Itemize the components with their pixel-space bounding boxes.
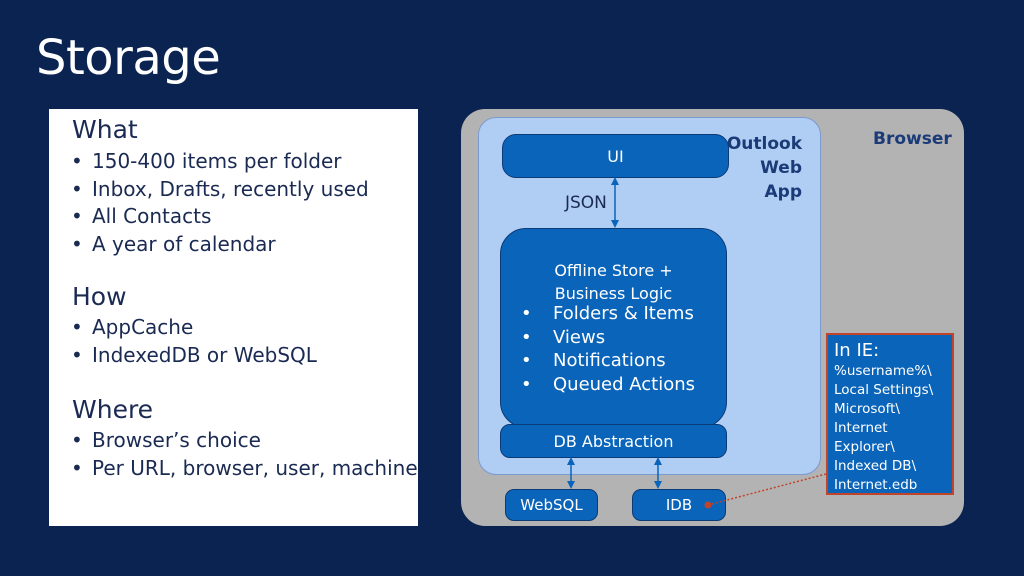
- list-item: Folders & Items: [521, 302, 695, 326]
- ui-label: UI: [607, 146, 624, 166]
- path-line: Explorer\: [834, 439, 895, 455]
- path-line: Internet: [834, 420, 888, 436]
- path-line: Indexed DB\: [834, 458, 917, 474]
- path-line: Local Settings\: [834, 382, 934, 398]
- idb-component: IDB: [632, 489, 726, 521]
- offline-store-component: Offline Store + Business Logic Folders &…: [500, 228, 727, 428]
- list-item: IndexedDB or WebSQL: [71, 342, 317, 370]
- path-line: Internet.edb: [834, 477, 918, 493]
- ie-callout-title: In IE:: [834, 340, 880, 361]
- list-item: Queued Actions: [521, 373, 695, 397]
- idb-label: IDB: [665, 496, 693, 514]
- offline-store-title: Offline Store + Business Logic: [501, 259, 726, 305]
- outlook-web-app-label: Outlook Web App: [700, 132, 802, 204]
- slide-title: Storage: [36, 30, 221, 86]
- browser-label: Browser: [873, 129, 952, 149]
- list-item: AppCache: [71, 314, 317, 342]
- list-item: Views: [521, 326, 695, 350]
- store-title-line: Offline Store +: [554, 261, 673, 280]
- path-line: %username%\: [834, 363, 932, 379]
- offline-store-list: Folders & Items Views Notifications Queu…: [521, 302, 695, 397]
- section-heading-how: How: [72, 282, 127, 311]
- list-item: Notifications: [521, 349, 695, 373]
- list-item: Per URL, browser, user, machine: [71, 455, 418, 483]
- callout-anchor-dot: [704, 501, 712, 509]
- path-line: Microsoft\: [834, 401, 900, 417]
- info-panel: What 150-400 items per folder Inbox, Dra…: [49, 109, 418, 526]
- ie-storage-path: %username%\ Local Settings\ Microsoft\ I…: [834, 362, 946, 495]
- websql-component: WebSQL: [505, 489, 598, 521]
- where-list: Browser’s choice Per URL, browser, user,…: [71, 427, 418, 482]
- db-abstraction-label: DB Abstraction: [553, 431, 674, 451]
- list-item: 150-400 items per folder: [71, 148, 369, 176]
- websql-label: WebSQL: [520, 496, 583, 514]
- how-list: AppCache IndexedDB or WebSQL: [71, 314, 317, 369]
- list-item: Inbox, Drafts, recently used: [71, 176, 369, 204]
- list-item: A year of calendar: [71, 231, 369, 259]
- what-list: 150-400 items per folder Inbox, Drafts, …: [71, 148, 369, 259]
- section-heading-where: Where: [72, 395, 154, 424]
- owa-label-line: App: [764, 182, 803, 202]
- list-item: Browser’s choice: [71, 427, 418, 455]
- store-title-line: Business Logic: [554, 284, 673, 303]
- section-heading-what: What: [72, 115, 138, 144]
- callout-connector: [707, 473, 827, 506]
- ie-storage-callout: In IE: %username%\ Local Settings\ Micro…: [826, 333, 954, 495]
- owa-label-line: Web: [760, 158, 802, 178]
- db-abstraction-component: DB Abstraction: [500, 424, 727, 458]
- owa-label-line: Outlook: [726, 134, 802, 154]
- json-label: JSON: [565, 193, 607, 213]
- list-item: All Contacts: [71, 203, 369, 231]
